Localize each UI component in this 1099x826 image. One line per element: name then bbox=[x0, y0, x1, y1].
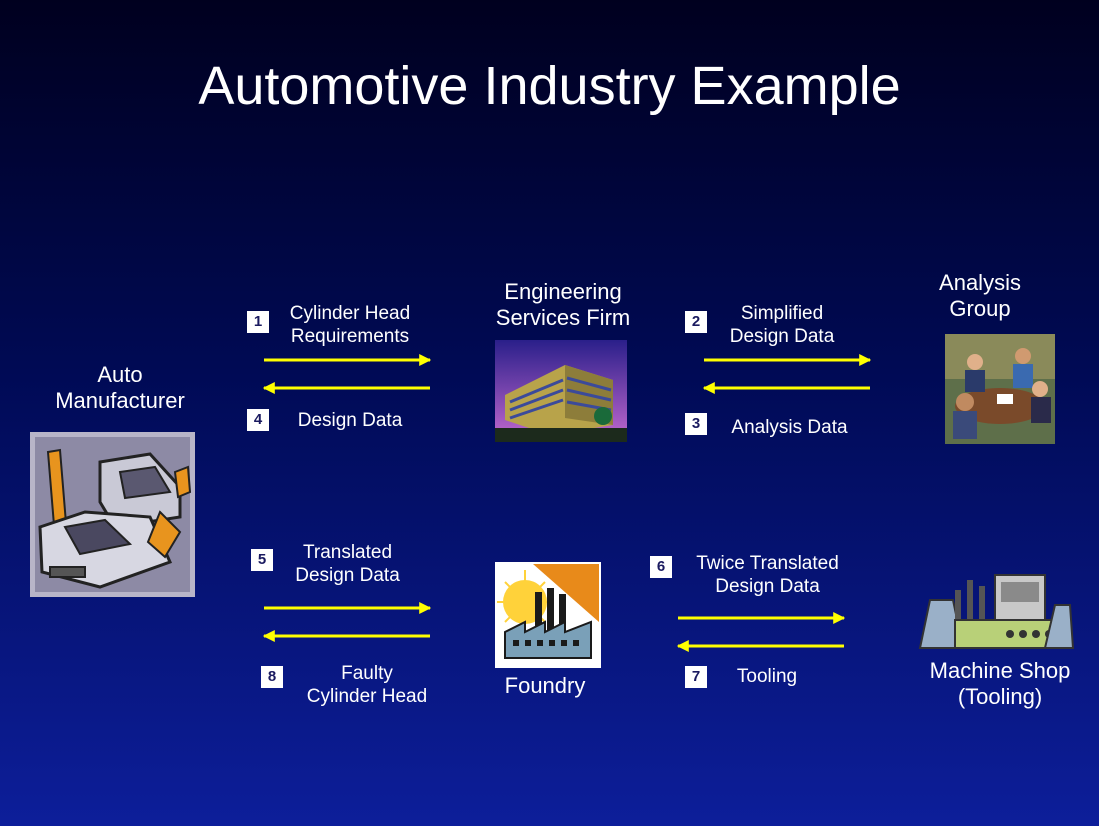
step-badge-6: 6 bbox=[650, 556, 672, 578]
analysis-group-line1: Analysis bbox=[939, 270, 1021, 295]
flow-4-label: Design Data bbox=[275, 409, 425, 432]
flow-1-line2: Requirements bbox=[290, 326, 410, 347]
machine-shop-label: Machine Shop (Tooling) bbox=[910, 658, 1090, 710]
analysis-group-line2: Group bbox=[949, 296, 1011, 321]
flow-1-line1: Cylinder Head bbox=[289, 303, 411, 324]
flow-4-arrow bbox=[262, 382, 430, 394]
machine-shop-line2: (Tooling) bbox=[957, 684, 1043, 709]
flow-6-line1: Twice Translated bbox=[696, 553, 839, 574]
analysis-group-label: Analysis Group bbox=[930, 270, 1030, 322]
flow-2-label: Simplified Design Data bbox=[712, 302, 852, 348]
flow-8-line2: Cylinder Head bbox=[306, 686, 428, 707]
step-badge-7: 7 bbox=[685, 666, 707, 688]
flow-7-label: Tooling bbox=[712, 665, 822, 688]
step-badge-4: 4 bbox=[247, 409, 269, 431]
step-badge-2: 2 bbox=[685, 311, 707, 333]
car-factory-robot-icon bbox=[30, 432, 195, 597]
flow-3-line1: Analysis Data bbox=[731, 417, 848, 438]
factory-icon bbox=[495, 562, 601, 668]
flow-1-arrow bbox=[264, 354, 432, 366]
flow-8-arrow bbox=[262, 630, 430, 642]
flow-6-arrow bbox=[678, 612, 846, 624]
flow-3-arrow bbox=[702, 382, 870, 394]
flow-1-label: Cylinder Head Requirements bbox=[275, 302, 425, 348]
flow-5-label: Translated Design Data bbox=[275, 541, 420, 587]
flow-2-line2: Design Data bbox=[729, 326, 835, 347]
engineering-firm-label: Engineering Services Firm bbox=[478, 279, 648, 331]
step-badge-1: 1 bbox=[247, 311, 269, 333]
industrial-plant-icon bbox=[918, 574, 1075, 649]
flow-7-line1: Tooling bbox=[736, 666, 798, 687]
flow-2-line1: Simplified bbox=[740, 303, 824, 324]
flow-2-arrow bbox=[704, 354, 872, 366]
auto-manufacturer-label: Auto Manufacturer bbox=[50, 362, 190, 414]
auto-manufacturer-line1: Auto bbox=[97, 362, 143, 387]
flow-5-arrow bbox=[264, 602, 432, 614]
engineering-firm-line1: Engineering bbox=[504, 279, 622, 304]
flow-7-arrow bbox=[676, 640, 844, 652]
office-building-icon bbox=[495, 340, 627, 442]
flow-5-line2: Design Data bbox=[295, 565, 400, 586]
foundry-label: Foundry bbox=[504, 673, 586, 698]
flow-3-label: Analysis Data bbox=[717, 416, 862, 439]
flow-8-line1: Faulty bbox=[341, 663, 393, 684]
slide-title: Automotive Industry Example bbox=[198, 56, 901, 116]
machine-shop-line1: Machine Shop bbox=[929, 658, 1071, 683]
auto-manufacturer-line2: Manufacturer bbox=[55, 388, 185, 413]
flow-6-label: Twice Translated Design Data bbox=[680, 552, 855, 598]
meeting-people-icon bbox=[945, 334, 1055, 444]
flow-8-label: Faulty Cylinder Head bbox=[292, 662, 442, 708]
step-badge-8: 8 bbox=[261, 666, 283, 688]
flow-5-line1: Translated bbox=[302, 542, 393, 563]
step-badge-5: 5 bbox=[251, 549, 273, 571]
step-badge-3: 3 bbox=[685, 413, 707, 435]
engineering-firm-line2: Services Firm bbox=[495, 305, 631, 330]
flow-6-line2: Design Data bbox=[715, 576, 820, 597]
flow-4-line1: Design Data bbox=[297, 410, 403, 431]
